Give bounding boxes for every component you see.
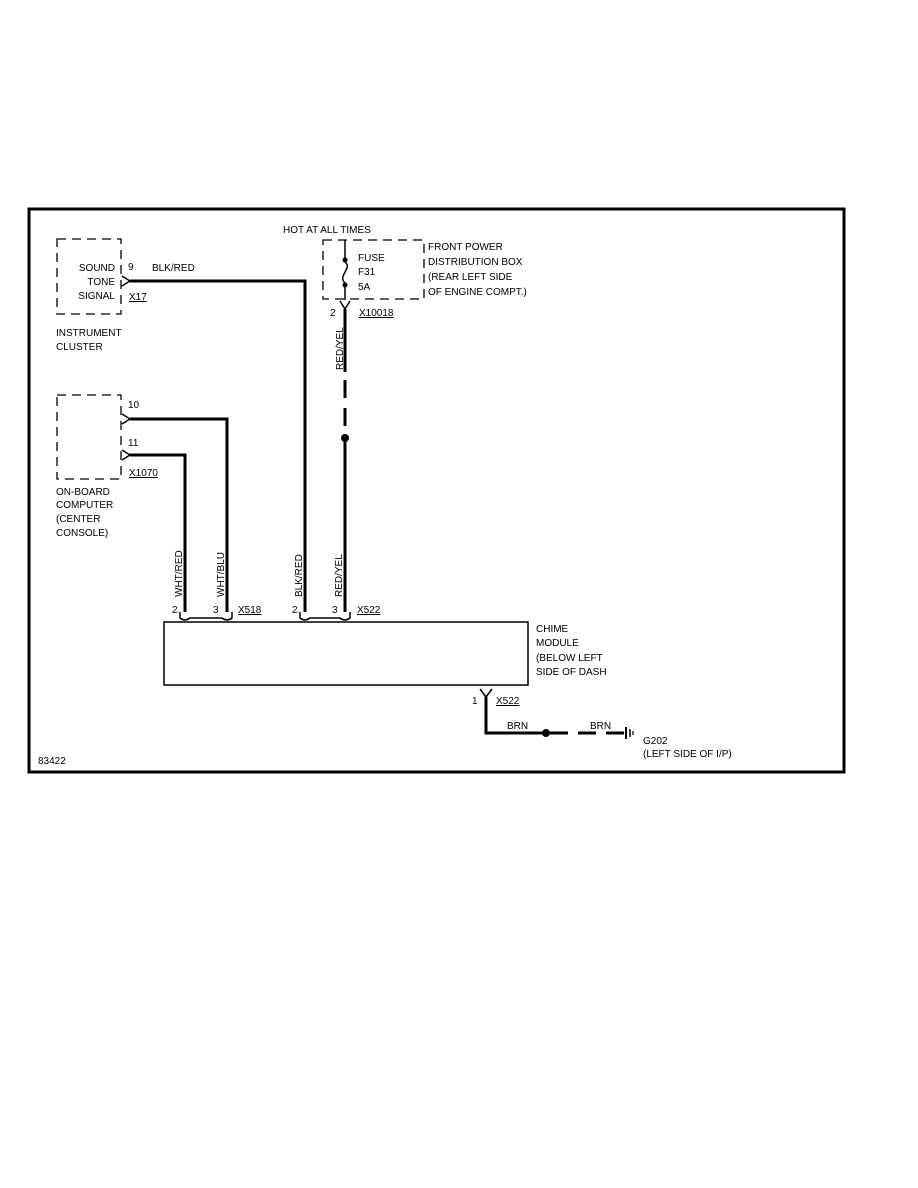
blk-red-top-label: BLK/RED [152, 263, 195, 274]
chime-module-label-1: CHIME [536, 624, 569, 635]
red-yel-upper-label: RED/YEL [335, 327, 346, 370]
chime-module-label-4: SIDE OF DASH [536, 667, 607, 678]
sound-tone-signal-label-2: TONE [87, 277, 115, 288]
power-box-label-1: FRONT POWER [428, 242, 503, 253]
power-box-label-3: (REAR LEFT SIDE [428, 272, 513, 283]
x1070-connector-label: X1070 [129, 468, 158, 479]
x10018-pin: 2 [330, 308, 336, 319]
x17-pin: 9 [128, 262, 134, 273]
red-yel-lower-label: RED/YEL [334, 554, 345, 597]
fuse-label: FUSE [358, 253, 385, 264]
x10018-connector-label: X10018 [359, 308, 394, 319]
fuse-terminal-bottom [342, 282, 348, 288]
wht-red-wire [130, 453, 187, 612]
onboard-computer-label-2: COMPUTER [56, 500, 113, 511]
x518-pin-2: 2 [172, 605, 178, 616]
x518-pin-3: 3 [213, 605, 219, 616]
chime-module-label-2: MODULE [536, 638, 579, 649]
power-box-label-4: OF ENGINE COMPT.) [428, 287, 527, 298]
x522-top-connector-label: X522 [357, 605, 381, 616]
blk-red-wire [130, 279, 307, 612]
obc-pin-10: 10 [128, 400, 140, 411]
fuse-f31-symbol [342, 261, 348, 284]
fuse-terminal-top [342, 257, 348, 263]
sound-tone-signal-label-1: SOUND [79, 263, 115, 274]
wht-blu-wire [130, 417, 229, 612]
chime-module-box [163, 621, 529, 686]
figure-number: 83422 [38, 756, 66, 767]
instrument-cluster-label-1: INSTRUMENT [56, 328, 122, 339]
brn-wire-solid [484, 697, 545, 735]
instrument-cluster-label-2: CLUSTER [56, 342, 103, 353]
x522-ground-pin: 1 [472, 696, 478, 707]
x522-ground-connector-label: X522 [496, 696, 520, 707]
x522-top-connector-symbol [299, 612, 351, 621]
wht-blu-label: WHT/BLU [216, 552, 227, 597]
x518-connector-symbol [179, 612, 233, 621]
brn-label-1: BRN [507, 721, 528, 732]
obc-pin-11: 11 [128, 438, 139, 449]
brn-label-2: BRN [590, 721, 611, 732]
instrument-cluster-box [56, 238, 122, 315]
onboard-computer-label-1: ON-BOARD [56, 487, 110, 498]
onboard-computer-box [56, 394, 122, 480]
g202-location-label: (LEFT SIDE OF I/P) [643, 749, 732, 760]
onboard-computer-label-4: CONSOLE) [56, 528, 108, 539]
x522-pin-3: 3 [332, 605, 338, 616]
x522-pin-2: 2 [292, 605, 298, 616]
x518-connector-label: X518 [238, 605, 262, 616]
ground-symbol-icon [625, 727, 634, 739]
wht-red-label: WHT/RED [174, 550, 185, 597]
fuse-rating: 5A [358, 282, 371, 293]
g202-label: G202 [643, 736, 668, 747]
sound-tone-signal-label-3: SIGNAL [78, 291, 115, 302]
onboard-computer-label-3: (CENTER [56, 514, 100, 525]
power-box-label-2: DISTRIBUTION BOX [428, 257, 523, 268]
chime-module-label-3: (BELOW LEFT [536, 653, 603, 664]
brn-splice [542, 729, 550, 737]
x17-connector-label: X17 [129, 292, 147, 303]
fuse-id: F31 [358, 267, 376, 278]
hot-at-all-times-label: HOT AT ALL TIMES [283, 225, 371, 236]
power-distribution-box [322, 239, 425, 300]
blk-red-lower-label: BLK/RED [294, 554, 305, 597]
